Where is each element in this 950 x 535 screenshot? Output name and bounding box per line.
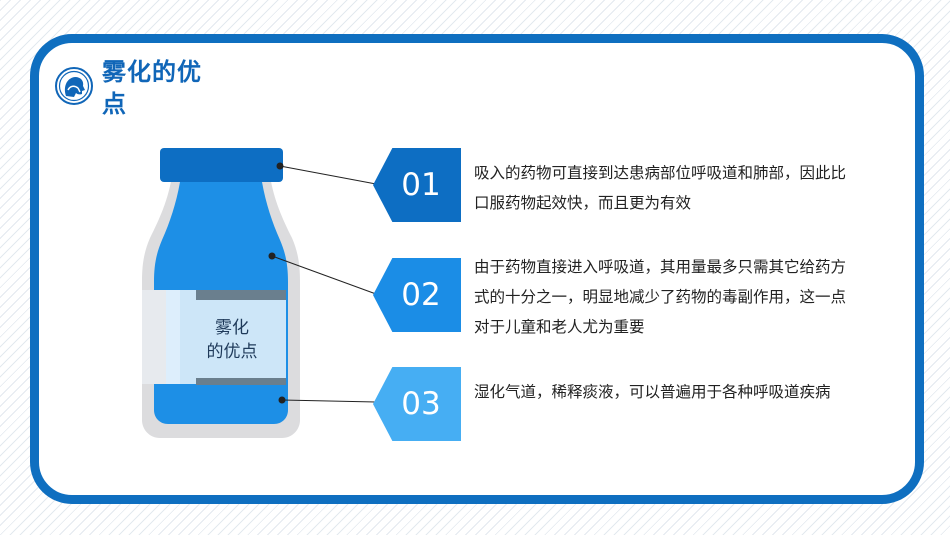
item-number-badge: 03 xyxy=(373,367,461,441)
item-number-badge: 02 xyxy=(373,258,461,332)
connector-line-2 xyxy=(271,255,377,295)
bottle-label-text: 雾化 的优点 xyxy=(186,316,278,364)
bottle-cap xyxy=(160,148,283,182)
item-description: 湿化气道，稀释痰液，可以普遍用于各种呼吸道疾病 xyxy=(474,383,831,401)
bottle-label-line: 雾化 xyxy=(215,318,249,338)
item-description: 吸入的药物可直接到达患病部位呼吸道和肺部，因此比口服药物起效快，而且更为有效 xyxy=(474,164,847,212)
nebulizer-head-icon xyxy=(55,67,93,105)
item-description: 由于药物直接进入呼吸道，其用量最多只需其它给药方式的十分之一，明显地减少了药物的… xyxy=(474,258,847,336)
page-title: 雾化的优点 xyxy=(102,58,202,118)
connector-line-3 xyxy=(281,399,377,403)
connector-line-1 xyxy=(279,165,377,185)
bottle-label-line: 的优点 xyxy=(206,342,258,362)
bottle-label xyxy=(180,290,286,384)
item-number-badge: 01 xyxy=(373,148,461,222)
